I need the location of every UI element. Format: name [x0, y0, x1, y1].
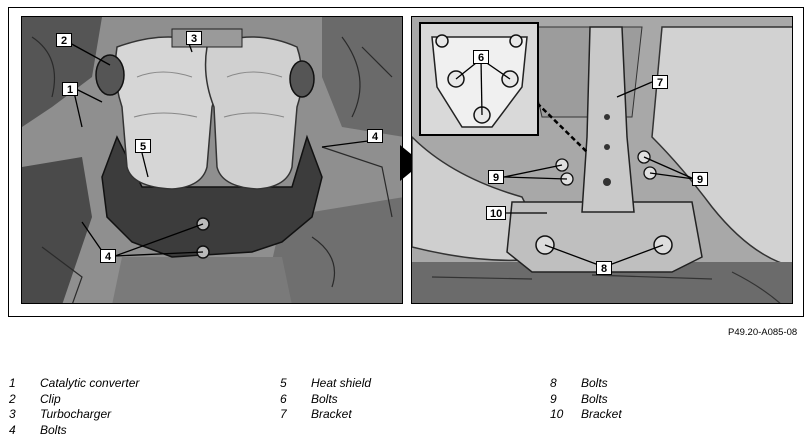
- left-view-illustration: 2 3 1 5 4 4: [21, 16, 403, 304]
- callout-2: 2: [56, 33, 72, 47]
- right-view-illustration: 6 7 9 9 10 8: [411, 16, 793, 304]
- callout-8: 8: [596, 261, 612, 275]
- clip-shape: [95, 54, 125, 96]
- callout-4-upper: 4: [367, 129, 383, 143]
- callout-9-left: 9: [488, 170, 504, 184]
- callout-9-right: 9: [692, 172, 708, 186]
- callout-3: 3: [186, 31, 202, 45]
- callout-5: 5: [135, 139, 151, 153]
- heat-shield-shape: [101, 134, 323, 258]
- callout-6: 6: [473, 50, 489, 64]
- lower-bracket-shape: [506, 201, 703, 273]
- figure-reference-code: P49.20-A085-08: [728, 327, 798, 338]
- callout-7: 7: [652, 75, 668, 89]
- callout-4-lower: 4: [100, 249, 116, 263]
- engine-bay-drawing: [22, 17, 402, 303]
- callout-10: 10: [486, 206, 507, 220]
- callout-1: 1: [62, 82, 78, 96]
- bracket-detail-drawing: [412, 17, 792, 303]
